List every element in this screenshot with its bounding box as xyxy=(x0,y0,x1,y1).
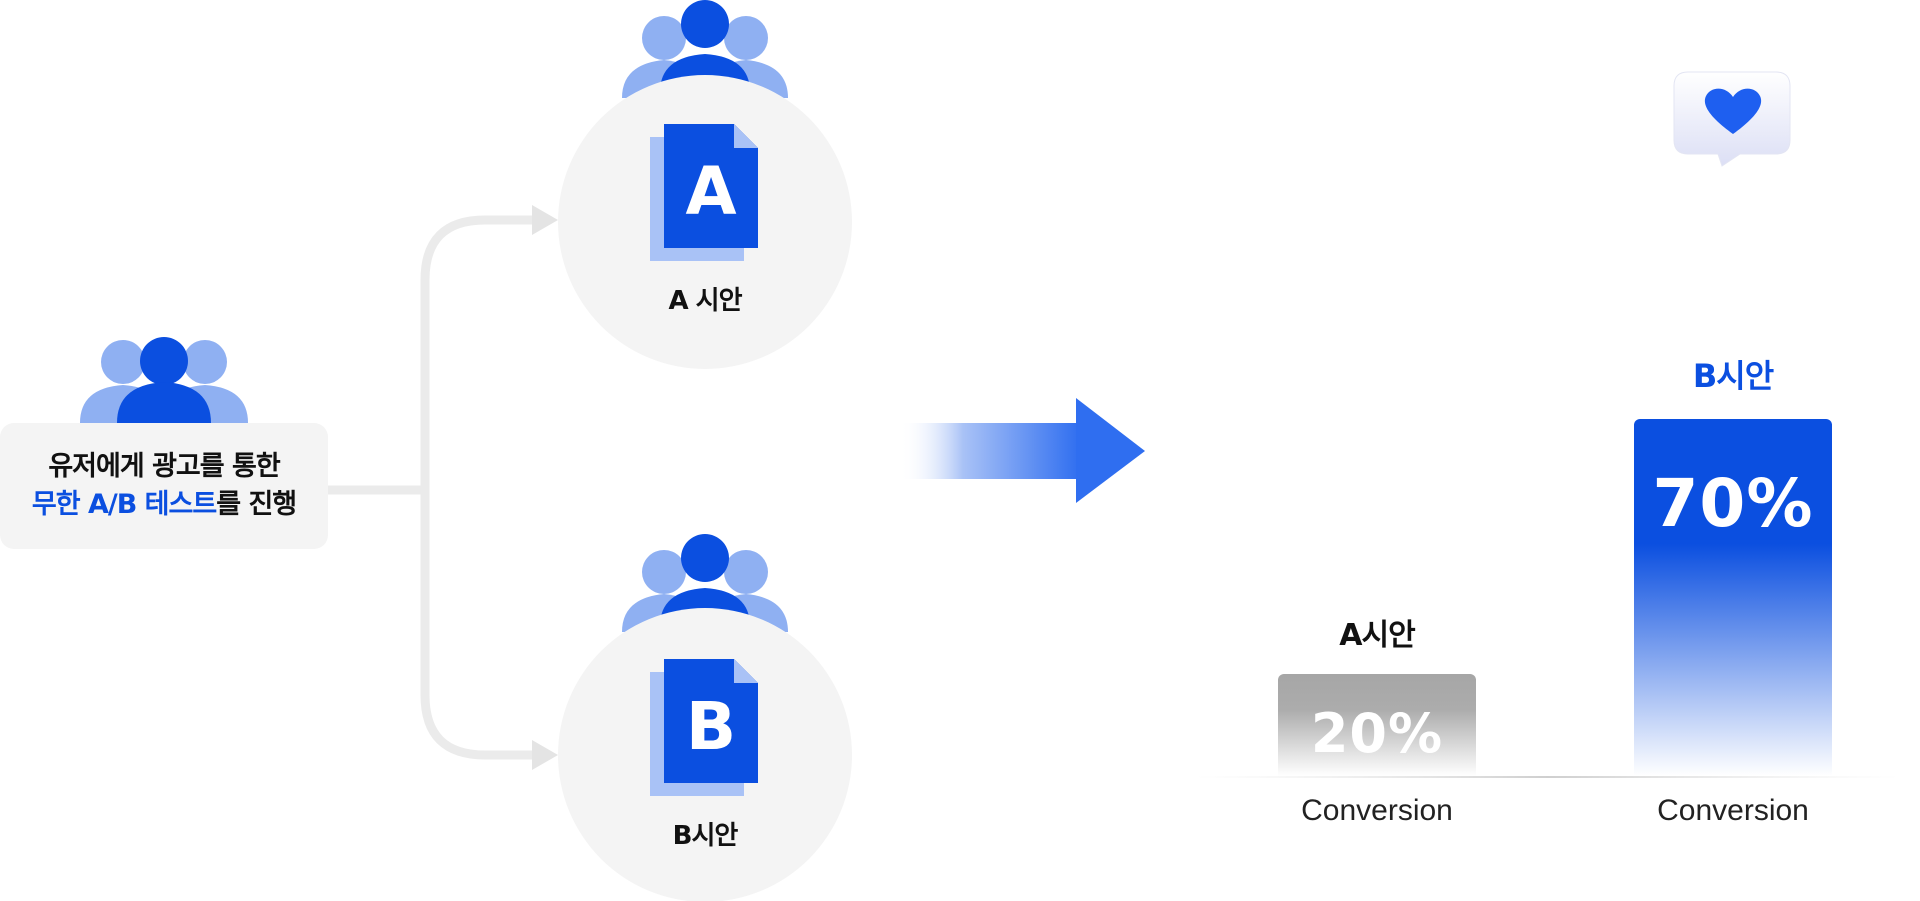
source-line-2: 무한 A/B 테스트를 진행 xyxy=(31,486,297,524)
document-letter-b: B xyxy=(686,688,736,765)
document-icon-a: A xyxy=(650,124,758,261)
bar-value-label: 70% xyxy=(1652,465,1814,542)
document-letter-a: A xyxy=(685,153,736,230)
bar-title-b: B시안 xyxy=(1692,357,1774,395)
bar-value-label: 20% xyxy=(1310,702,1444,765)
users-group-icon xyxy=(80,337,248,423)
x-category-label: Conversion xyxy=(1657,794,1809,827)
chart-baseline xyxy=(1195,776,1900,778)
x-category-label: Conversion xyxy=(1301,794,1453,827)
variant-a-label: A 시안 xyxy=(668,286,742,316)
arrow-head-to-b xyxy=(532,740,558,770)
source-highlight: 무한 A/B 테스트 xyxy=(31,489,217,520)
document-icon-b: B xyxy=(650,659,758,796)
bar-b: 70% xyxy=(1634,419,1832,776)
variant-b-label: B시안 xyxy=(672,821,739,851)
bar-title-a: A시안 xyxy=(1339,618,1415,653)
source-description-box: 유저에게 광고를 통한 무한 A/B 테스트를 진행 xyxy=(0,423,328,549)
branch-connector xyxy=(328,215,540,760)
source-line-1: 유저에게 광고를 통한 xyxy=(48,451,280,482)
arrow-right-icon xyxy=(900,398,1145,503)
heart-bubble-icon xyxy=(1673,71,1791,167)
bar-a: 20% xyxy=(1278,674,1476,776)
arrow-head-to-a xyxy=(532,205,558,235)
source-line-2-rest: 를 진행 xyxy=(216,489,297,520)
